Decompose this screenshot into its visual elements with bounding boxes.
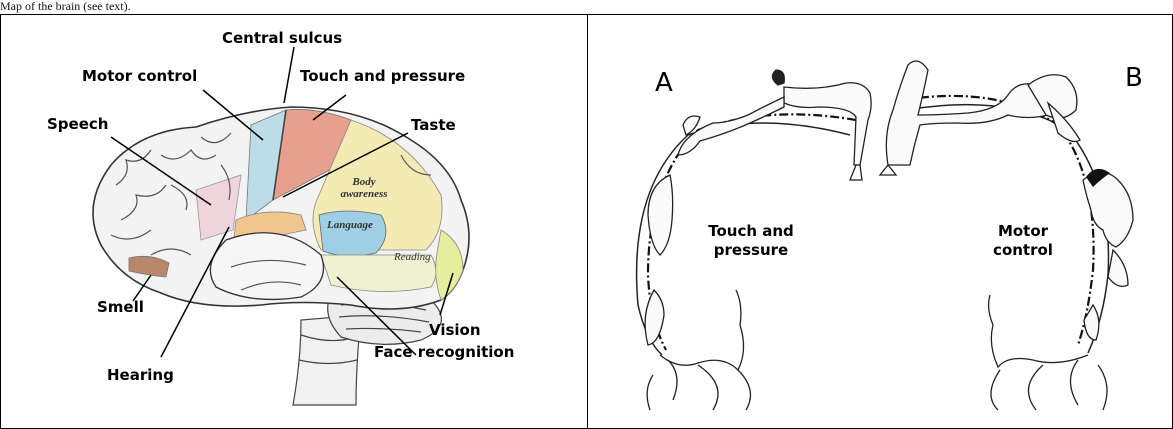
reading-inner-label: Reading bbox=[394, 251, 431, 263]
smell-label: Smell bbox=[97, 298, 144, 316]
body-awareness-inner-label: Body awareness bbox=[333, 176, 395, 200]
touch-and-pressure-label: Touch and pressure bbox=[300, 67, 465, 85]
touch-caption-line1: Touch and bbox=[686, 222, 816, 241]
language-region bbox=[319, 211, 386, 256]
hearing-label: Hearing bbox=[107, 366, 174, 384]
taste-label: Taste bbox=[411, 116, 456, 134]
motor-caption-line2: control bbox=[983, 241, 1063, 260]
label-letter-a: A bbox=[655, 69, 673, 97]
homunculus-panel: A B Touch and pressure Motor control bbox=[588, 15, 1172, 428]
motor-control-label: Motor control bbox=[82, 67, 197, 85]
label-letter-b: B bbox=[1125, 64, 1143, 92]
motor-control-caption: Motor control bbox=[983, 222, 1063, 260]
homunculus-illustration bbox=[588, 15, 1172, 428]
motor-caption-line1: Motor bbox=[983, 222, 1063, 241]
vision-label: Vision bbox=[429, 321, 481, 339]
speech-label: Speech bbox=[47, 115, 108, 133]
language-inner-label: Language bbox=[327, 219, 373, 231]
brain-lateral-panel: Central sulcus Motor control Touch and p… bbox=[1, 15, 587, 428]
motor-homunculus bbox=[880, 61, 1133, 340]
touch-caption-line2: pressure bbox=[686, 241, 816, 260]
central-sulcus-label: Central sulcus bbox=[222, 29, 342, 47]
root-lines bbox=[647, 290, 1107, 410]
touch-and-pressure-caption: Touch and pressure bbox=[686, 222, 816, 260]
figure-caption: Map of the brain (see text). bbox=[0, 0, 1173, 14]
sensory-homunculus bbox=[645, 70, 871, 345]
face-recognition-label: Face recognition bbox=[374, 343, 514, 361]
